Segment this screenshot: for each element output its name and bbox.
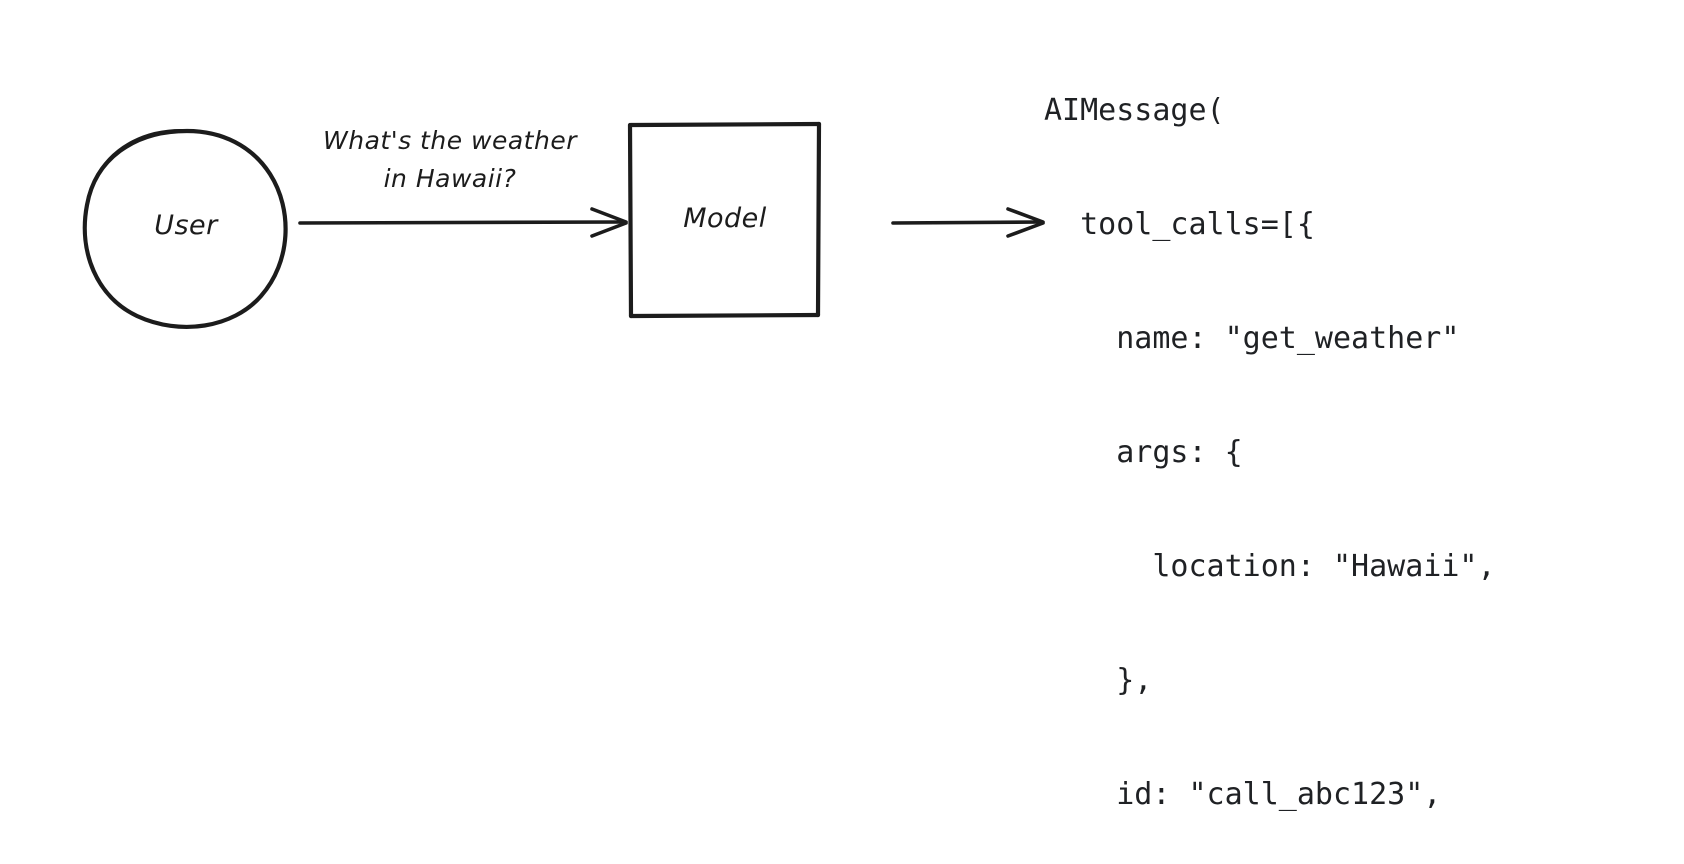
code-line: args: { — [1044, 435, 1243, 470]
code-line: AIMessage( — [1044, 93, 1225, 128]
arrow-model-to-output — [891, 207, 1045, 238]
edge-label-line-1: What's the weather — [323, 126, 577, 155]
user-node-label: User — [154, 210, 218, 241]
code-line: id: "call_abc123", — [1044, 777, 1442, 812]
diagram-canvas: User Model What's the weather in Hawaii?… — [82, 93, 1496, 812]
arrow-user-to-model — [298, 207, 628, 238]
code-line: tool_calls=[{ — [1044, 207, 1315, 242]
edge-label-user-to-model: What's the weather in Hawaii? — [282, 122, 618, 198]
edge-label-line-2: in Hawaii? — [383, 164, 517, 193]
ai-message-code-block: AIMessage( tool_calls=[{ name: "get_weat… — [1044, 16, 1496, 864]
code-line: }, — [1044, 663, 1153, 698]
user-circle — [82, 128, 288, 329]
sketch-layer — [82, 121, 1045, 329]
model-box — [627, 121, 822, 319]
code-line: location: "Hawaii", — [1044, 549, 1496, 584]
code-line: name: "get_weather" — [1044, 321, 1460, 356]
model-node-label: Model — [683, 203, 767, 234]
